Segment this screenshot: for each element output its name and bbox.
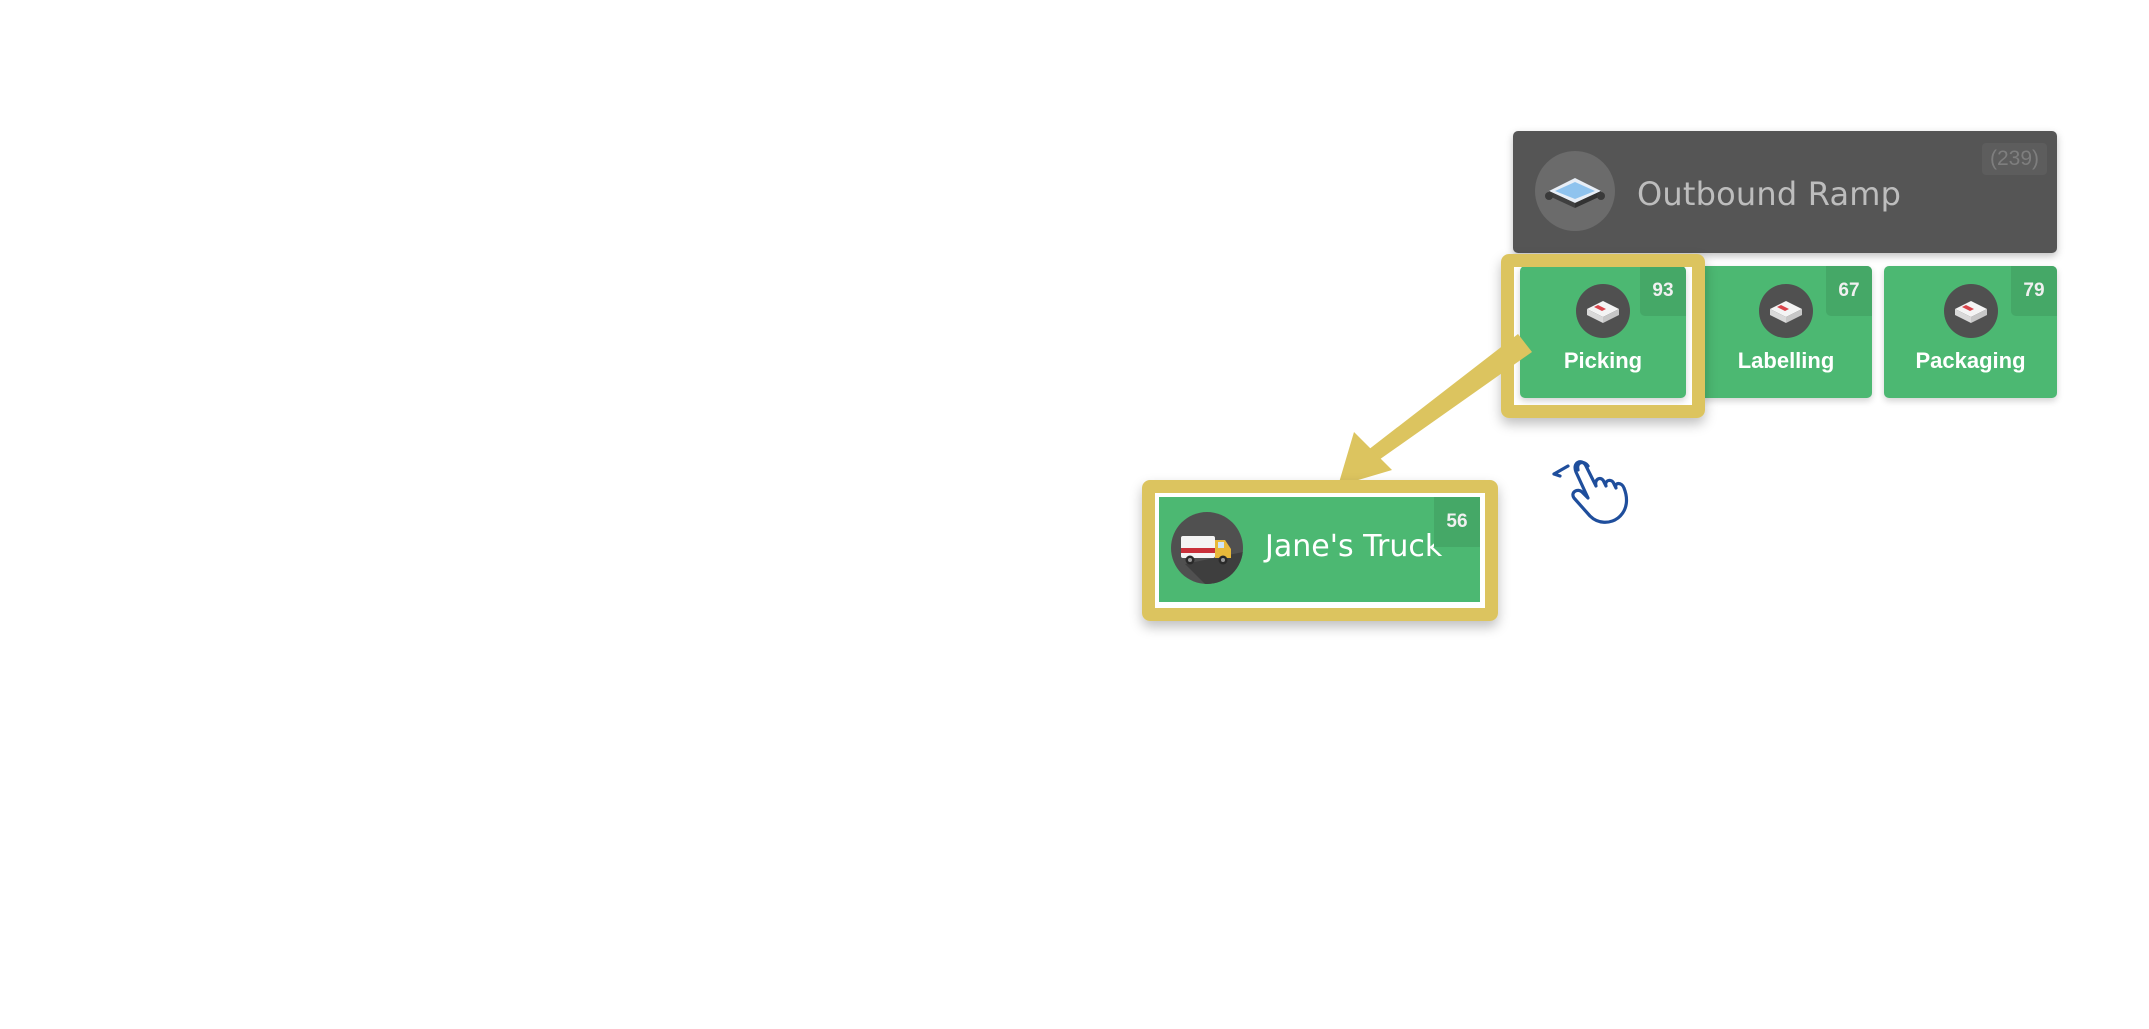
- highlight-frame-picking: [1501, 254, 1705, 418]
- ramp-count-badge: (239): [1981, 143, 2047, 175]
- station-tile-labelling[interactable]: Labelling 67: [1700, 266, 1872, 398]
- truck-icon: [1171, 512, 1243, 584]
- ramp-platform-icon: [1535, 151, 1615, 231]
- station-label: Labelling: [1737, 348, 1835, 373]
- truck-count-badge: 56: [1434, 497, 1480, 547]
- station-label: Picking: [1563, 348, 1643, 373]
- station-tile-packaging[interactable]: Packaging 79: [1884, 266, 2057, 398]
- station-count-badge: 79: [2011, 266, 2057, 316]
- station-label: Packaging: [1915, 348, 2026, 373]
- drag-arrow: [1338, 334, 1532, 486]
- outbound-ramp-card[interactable]: Outbound Ramp (239): [1513, 131, 2057, 253]
- station-box-icon: [1943, 284, 1998, 338]
- station-tile-picking[interactable]: Picking 93: [1520, 266, 1686, 398]
- station-count-badge: 93: [1640, 266, 1686, 316]
- station-box-icon: [1759, 284, 1813, 338]
- station-count-badge: 67: [1826, 266, 1872, 316]
- truck-card[interactable]: Jane's Truck 56: [1159, 497, 1480, 602]
- hand-pointer-icon: [1552, 460, 1629, 524]
- station-box-icon: [1576, 284, 1630, 338]
- highlight-frame-truck: [1142, 480, 1498, 621]
- truck-title: Jane's Truck: [1265, 529, 1443, 564]
- ramp-title: Outbound Ramp: [1637, 175, 1902, 213]
